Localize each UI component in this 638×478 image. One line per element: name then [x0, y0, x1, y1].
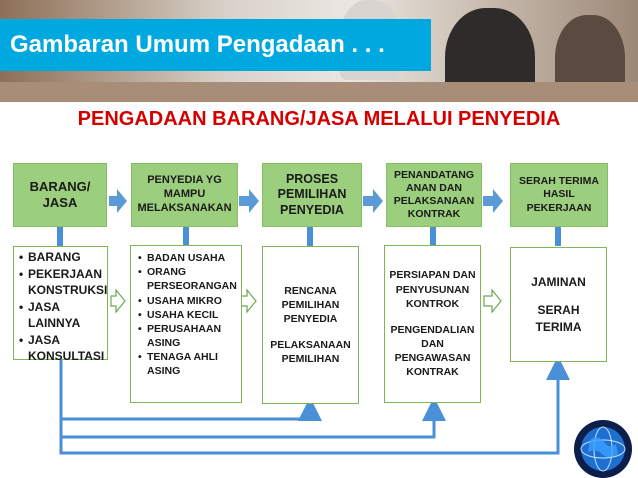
- detail-barang-jasa: BARANG PEKERJAAN KONSTRUKSI JASA LAINNYA…: [13, 246, 108, 363]
- list-item: PEKERJAAN KONSTRUKSI: [19, 266, 107, 299]
- diagram-heading: PENGADAAN BARANG/JASA MELALUI PENYEDIA: [77, 108, 561, 130]
- feedback-line-proses: [59, 360, 322, 421]
- connector-1: [57, 226, 63, 246]
- list-item: ORANG PERSEORANGAN: [138, 265, 238, 293]
- list-item: PERUSAHAAN ASING: [138, 322, 238, 350]
- list-item: USAHA KECIL: [138, 308, 238, 322]
- stage-penyedia: PENYEDIA YG MAMPU MELAKSANAKAN: [131, 163, 238, 227]
- feedback-line-kontrak: [59, 397, 446, 439]
- connector-2: [183, 226, 189, 246]
- list-item: JASA KONSULTASI: [19, 332, 105, 365]
- flow-arrow-4: [483, 189, 503, 213]
- stage-proses-pemilihan: PROSES PEMILIHAN PENYEDIA: [262, 163, 362, 227]
- proses-item: PELAKSANAAN PEMILIHAN: [270, 339, 351, 366]
- serah-item: JAMINAN: [531, 275, 586, 290]
- list-item: BADAN USAHA: [138, 251, 238, 265]
- connector-5: [555, 226, 561, 246]
- flow-arrow-3: [363, 189, 383, 213]
- slide-title-bar: Gambaran Umum Pengadaan . . .: [0, 19, 431, 71]
- detail-arrow-1: [110, 288, 126, 314]
- feedback-line-serah: [59, 356, 570, 455]
- stage-barang-jasa: BARANG/ JASA: [13, 163, 107, 227]
- connector-4: [430, 226, 436, 246]
- globe-icon: [574, 420, 632, 478]
- slide-title: Gambaran Umum Pengadaan . . .: [10, 31, 385, 58]
- detail-penyedia: BADAN USAHA ORANG PERSEORANGAN USAHA MIK…: [130, 245, 242, 403]
- kontrak-item: PENGENDALIAN DAN PENGAWASAN KONTRAK: [390, 323, 475, 379]
- serah-item: SERAH TERIMA: [535, 303, 582, 334]
- detail-proses: RENCANA PEMILIHAN PENYEDIA PELAKSANAAN P…: [262, 246, 359, 404]
- list-item: BARANG: [19, 249, 105, 266]
- barang-jasa-list: BARANG PEKERJAAN KONSTRUKSI JASA LAINNYA…: [18, 249, 107, 365]
- list-item: JASA LAINNYA: [19, 299, 105, 332]
- stage-kontrak: PENANDATANG ANAN DAN PELAKSANAAN KONTRAK: [386, 163, 482, 227]
- detail-arrow-3: [483, 288, 502, 314]
- list-item: TENAGA AHLI ASING: [138, 350, 238, 378]
- proses-item: RENCANA PEMILIHAN PENYEDIA: [281, 284, 340, 325]
- table-surface: [0, 82, 638, 102]
- kontrak-item: PERSIAPAN DAN PENYUSUNAN KONTROK: [389, 269, 476, 310]
- connector-3: [307, 226, 313, 246]
- detail-kontrak: PERSIAPAN DAN PENYUSUNAN KONTROK PENGEND…: [384, 245, 481, 403]
- flow-arrow-1: [109, 189, 127, 213]
- penyedia-list: BADAN USAHA ORANG PERSEORANGAN USAHA MIK…: [137, 251, 238, 379]
- list-item: USAHA MIKRO: [138, 294, 238, 308]
- header-photo: [0, 0, 638, 102]
- detail-serah-terima: JAMINAN SERAH TERIMA: [510, 247, 607, 362]
- flow-arrow-2: [239, 189, 259, 213]
- stage-serah-terima: SERAH TERIMA HASIL PEKERJAAN: [510, 163, 608, 227]
